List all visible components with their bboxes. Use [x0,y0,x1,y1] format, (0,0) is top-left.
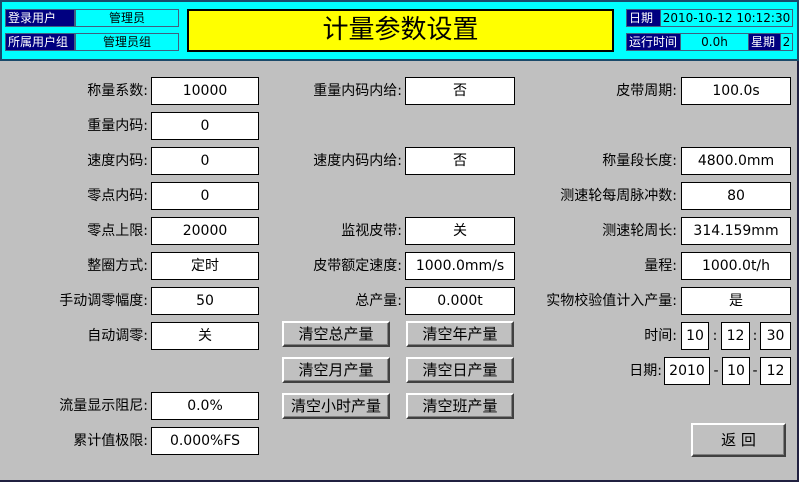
time-sep: : [752,328,758,344]
field-input[interactable]: 80 [681,182,791,210]
date-year-input[interactable]: 2010 [664,357,710,385]
field-input[interactable]: 0 [151,112,259,140]
date-label: 日期 [626,9,661,27]
field-label: 流量显示阻尼: [59,398,148,414]
field-input[interactable]: 0 [151,182,259,210]
field-label: 测速轮每周脉冲数: [560,188,677,204]
login-user-label: 登录用户 [5,9,75,27]
time-label: 时间: [644,328,677,344]
field-input[interactable]: 20000 [151,217,259,245]
field-label: 总产量: [355,293,402,309]
field-input[interactable]: 4800.0mm [681,147,791,175]
clear-button[interactable]: 清空班产量 [406,393,514,419]
field-label: 速度内码内给: [313,153,402,169]
field-label: 重量内码内给: [313,83,402,99]
date-day-input[interactable]: 12 [760,357,791,385]
field-input[interactable]: 关 [405,217,515,245]
field-input[interactable]: 50 [151,287,259,315]
field-input[interactable]: 0.000%FS [151,427,259,455]
field-label: 实物校验值计入产量: [546,293,677,309]
time-sep: : [712,328,718,344]
field-input[interactable]: 314.159mm [681,217,791,245]
clear-button[interactable]: 清空小时产量 [282,393,390,419]
clear-button[interactable]: 清空年产量 [406,321,514,347]
field-input[interactable]: 0.000t [405,287,515,315]
back-button[interactable]: 返 回 [691,423,786,457]
clear-button[interactable]: 清空日产量 [406,357,514,383]
field-label: 整圈方式: [87,258,148,274]
field-label: 自动调零: [87,328,148,344]
clear-button[interactable]: 清空总产量 [282,321,390,347]
field-label: 称量段长度: [602,153,677,169]
field-input[interactable]: 100.0s [681,77,791,105]
field-input[interactable]: 1000.0t/h [681,252,791,280]
field-label: 量程: [644,258,677,274]
field-label: 手动调零幅度: [59,293,148,309]
time-minute-input[interactable]: 12 [721,322,750,350]
field-input[interactable]: 定时 [151,252,259,280]
date-set-label: 日期: [629,363,662,379]
login-user-value: 管理员 [75,9,179,27]
field-input[interactable]: 关 [151,322,259,350]
field-label: 监视皮带: [341,223,402,239]
user-group-value: 管理员组 [75,33,179,51]
field-label: 称量系数: [87,83,148,99]
field-input[interactable]: 0.0% [151,392,259,420]
runtime-value: 0.0h [680,33,749,51]
field-label: 重量内码: [87,118,148,134]
date-sep: - [713,363,719,379]
date-month-input[interactable]: 10 [722,357,750,385]
field-input[interactable]: 否 [405,147,515,175]
time-second-input[interactable]: 30 [760,322,791,350]
runtime-label: 运行时间 [626,33,681,51]
clear-button[interactable]: 清空月产量 [282,357,390,383]
field-input[interactable]: 1000.0mm/s [405,252,515,280]
field-label: 速度内码: [87,153,148,169]
weekday-label: 星期 [748,33,781,51]
field-input[interactable]: 否 [405,77,515,105]
field-label: 皮带周期: [616,83,677,99]
field-input[interactable]: 10000 [151,77,259,105]
field-label: 测速轮周长: [602,223,677,239]
field-label: 零点内码: [87,188,148,204]
field-label: 皮带额定速度: [313,258,402,274]
field-input[interactable]: 0 [151,147,259,175]
page-title: 计量参数设置 [187,9,614,52]
user-group-label: 所属用户组 [5,33,75,51]
date-sep: - [752,363,758,379]
field-label: 零点上限: [87,223,148,239]
field-input[interactable]: 是 [681,287,791,315]
datetime-value: 2010-10-12 10:12:30 [660,9,793,27]
field-label: 累计值极限: [73,433,148,449]
weekday-value: 2 [780,33,793,51]
time-hour-input[interactable]: 10 [681,322,709,350]
